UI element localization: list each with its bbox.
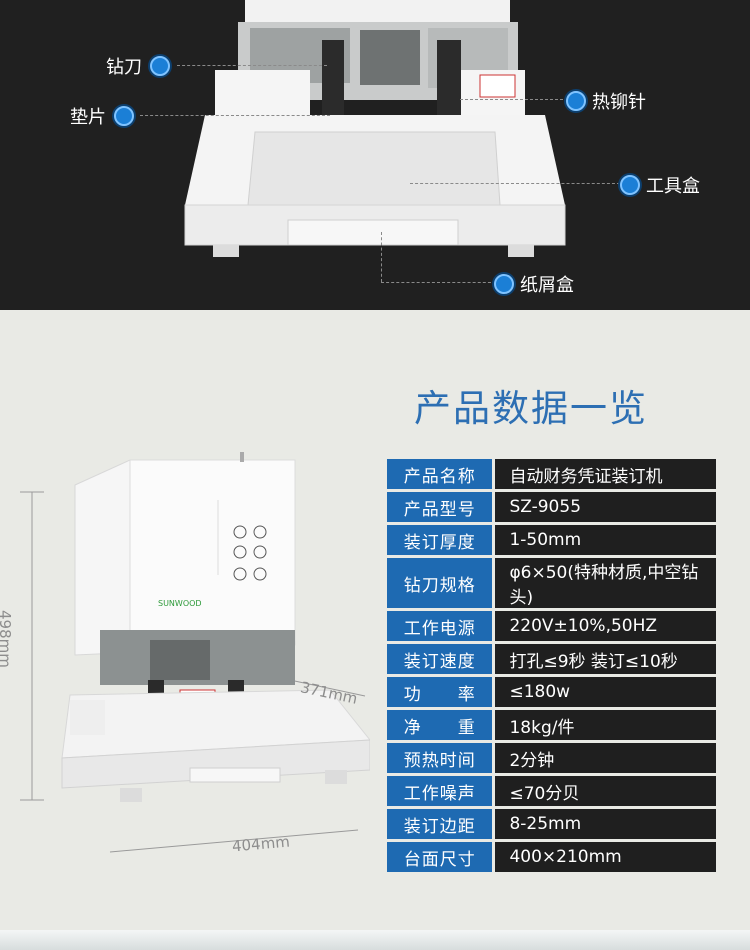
spec-label: 装订速度 [387, 644, 493, 674]
spec-label: 产品型号 [387, 492, 493, 522]
spec-value: 2分钟 [492, 743, 716, 773]
callout-scrap-box: 纸屑盒 [494, 271, 574, 297]
callout-toolbox: 工具盒 [620, 172, 700, 198]
spec-row: 工作噪声≤70分贝 [387, 776, 716, 806]
callout-dot-icon [566, 91, 586, 111]
callout-rivet: 热铆针 [566, 88, 646, 114]
callout-drill-label: 钻刀 [106, 57, 142, 78]
brand-logo: SUNWOOD [158, 599, 202, 608]
spec-value: ≤180w [492, 677, 716, 707]
dimension-height: 498mm [0, 610, 14, 668]
spec-value: 400×210mm [492, 842, 716, 872]
callout-rivet-label: 热铆针 [592, 92, 646, 113]
spec-value: 打孔≤9秒 装订≤10秒 [492, 644, 716, 674]
spec-value: 1-50mm [492, 525, 716, 555]
page-title: 产品数据一览 [414, 387, 648, 430]
spec-label: 钻刀规格 [387, 558, 493, 608]
callout-dot-icon [114, 106, 134, 126]
spec-label: 产品名称 [387, 459, 493, 489]
spec-value: 8-25mm [492, 809, 716, 839]
spec-label: 装订边距 [387, 809, 493, 839]
spec-row: 功 率≤180w [387, 677, 716, 707]
callout-scrap-box-label: 纸屑盒 [520, 275, 574, 296]
callout-pad-label: 垫片 [70, 107, 106, 128]
spec-value: ≤70分贝 [492, 776, 716, 806]
callout-dot-icon [620, 175, 640, 195]
spec-label: 净 重 [387, 710, 493, 740]
callout-dot-icon [150, 56, 170, 76]
callout-dot-icon [494, 274, 514, 294]
callout-toolbox-label: 工具盒 [646, 176, 700, 197]
feature-section: 钻刀 垫片 热铆针 工具盒 纸屑盒 [0, 0, 750, 310]
machine-product-illustration: SUNWOOD [20, 452, 370, 853]
spec-value: 自动财务凭证装订机 [492, 459, 716, 489]
spec-label: 工作电源 [387, 611, 493, 641]
spec-row: 产品名称自动财务凭证装订机 [387, 459, 716, 489]
spec-label: 工作噪声 [387, 776, 493, 806]
callout-drill: 钻刀 [106, 53, 170, 79]
spec-value: φ6×50(特种材质,中空钻头) [492, 558, 716, 608]
spec-row: 装订速度打孔≤9秒 装订≤10秒 [387, 644, 716, 674]
spec-value: 220V±10%,50HZ [492, 611, 716, 641]
spec-label: 预热时间 [387, 743, 493, 773]
spec-value: SZ-9055 [492, 492, 716, 522]
bottom-strip [0, 930, 750, 950]
spec-label: 功 率 [387, 677, 493, 707]
machine-top-illustration [184, 0, 566, 257]
callout-pad: 垫片 [70, 103, 134, 129]
spec-label: 装订厚度 [387, 525, 493, 555]
spec-value: 18kg/件 [492, 710, 716, 740]
spec-label: 台面尺寸 [387, 842, 493, 872]
